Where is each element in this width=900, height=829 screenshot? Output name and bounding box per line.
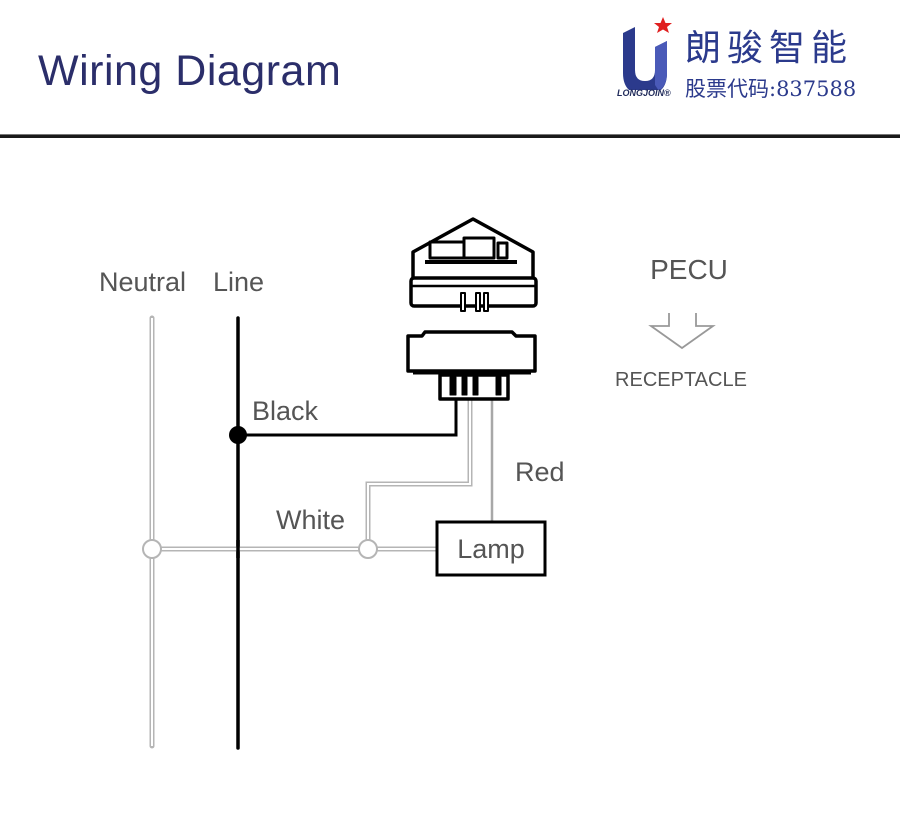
red-label: Red [515,457,565,487]
lamp-box [435,520,547,577]
neutral-junction-node [142,539,162,559]
pecu-label: PECU [650,254,728,285]
white-label: White [276,505,345,535]
receptacle-label: RECEPTACLE [615,369,747,391]
white-junction-node [358,539,378,559]
registered-mark: ® [664,88,671,98]
down-arrow-icon [648,313,716,350]
header-divider [0,134,900,138]
receptacle-icon [406,330,537,401]
page-title: Wiring Diagram [38,47,342,95]
white-wire [365,398,473,549]
star-icon [654,17,672,33]
company-logo: LONGJOIN® 朗骏智能 股票代码:837588 [615,15,875,110]
company-name-cn: 朗骏智能 [685,28,854,69]
stock-code: 股票代码:837588 [685,77,857,101]
lamp-label: Lamp [457,534,525,564]
longjoin-u-logo-icon [623,17,672,90]
logo-brand-text: LONGJOIN® [617,88,671,98]
black-wire [238,398,458,437]
pecu-photocell-icon [409,217,538,312]
line-label: Line [213,267,264,297]
brand-name: LONGJOIN [617,88,665,98]
neutral-label: Neutral [99,267,186,297]
line-junction-dot [229,426,247,444]
black-label: Black [252,396,319,426]
